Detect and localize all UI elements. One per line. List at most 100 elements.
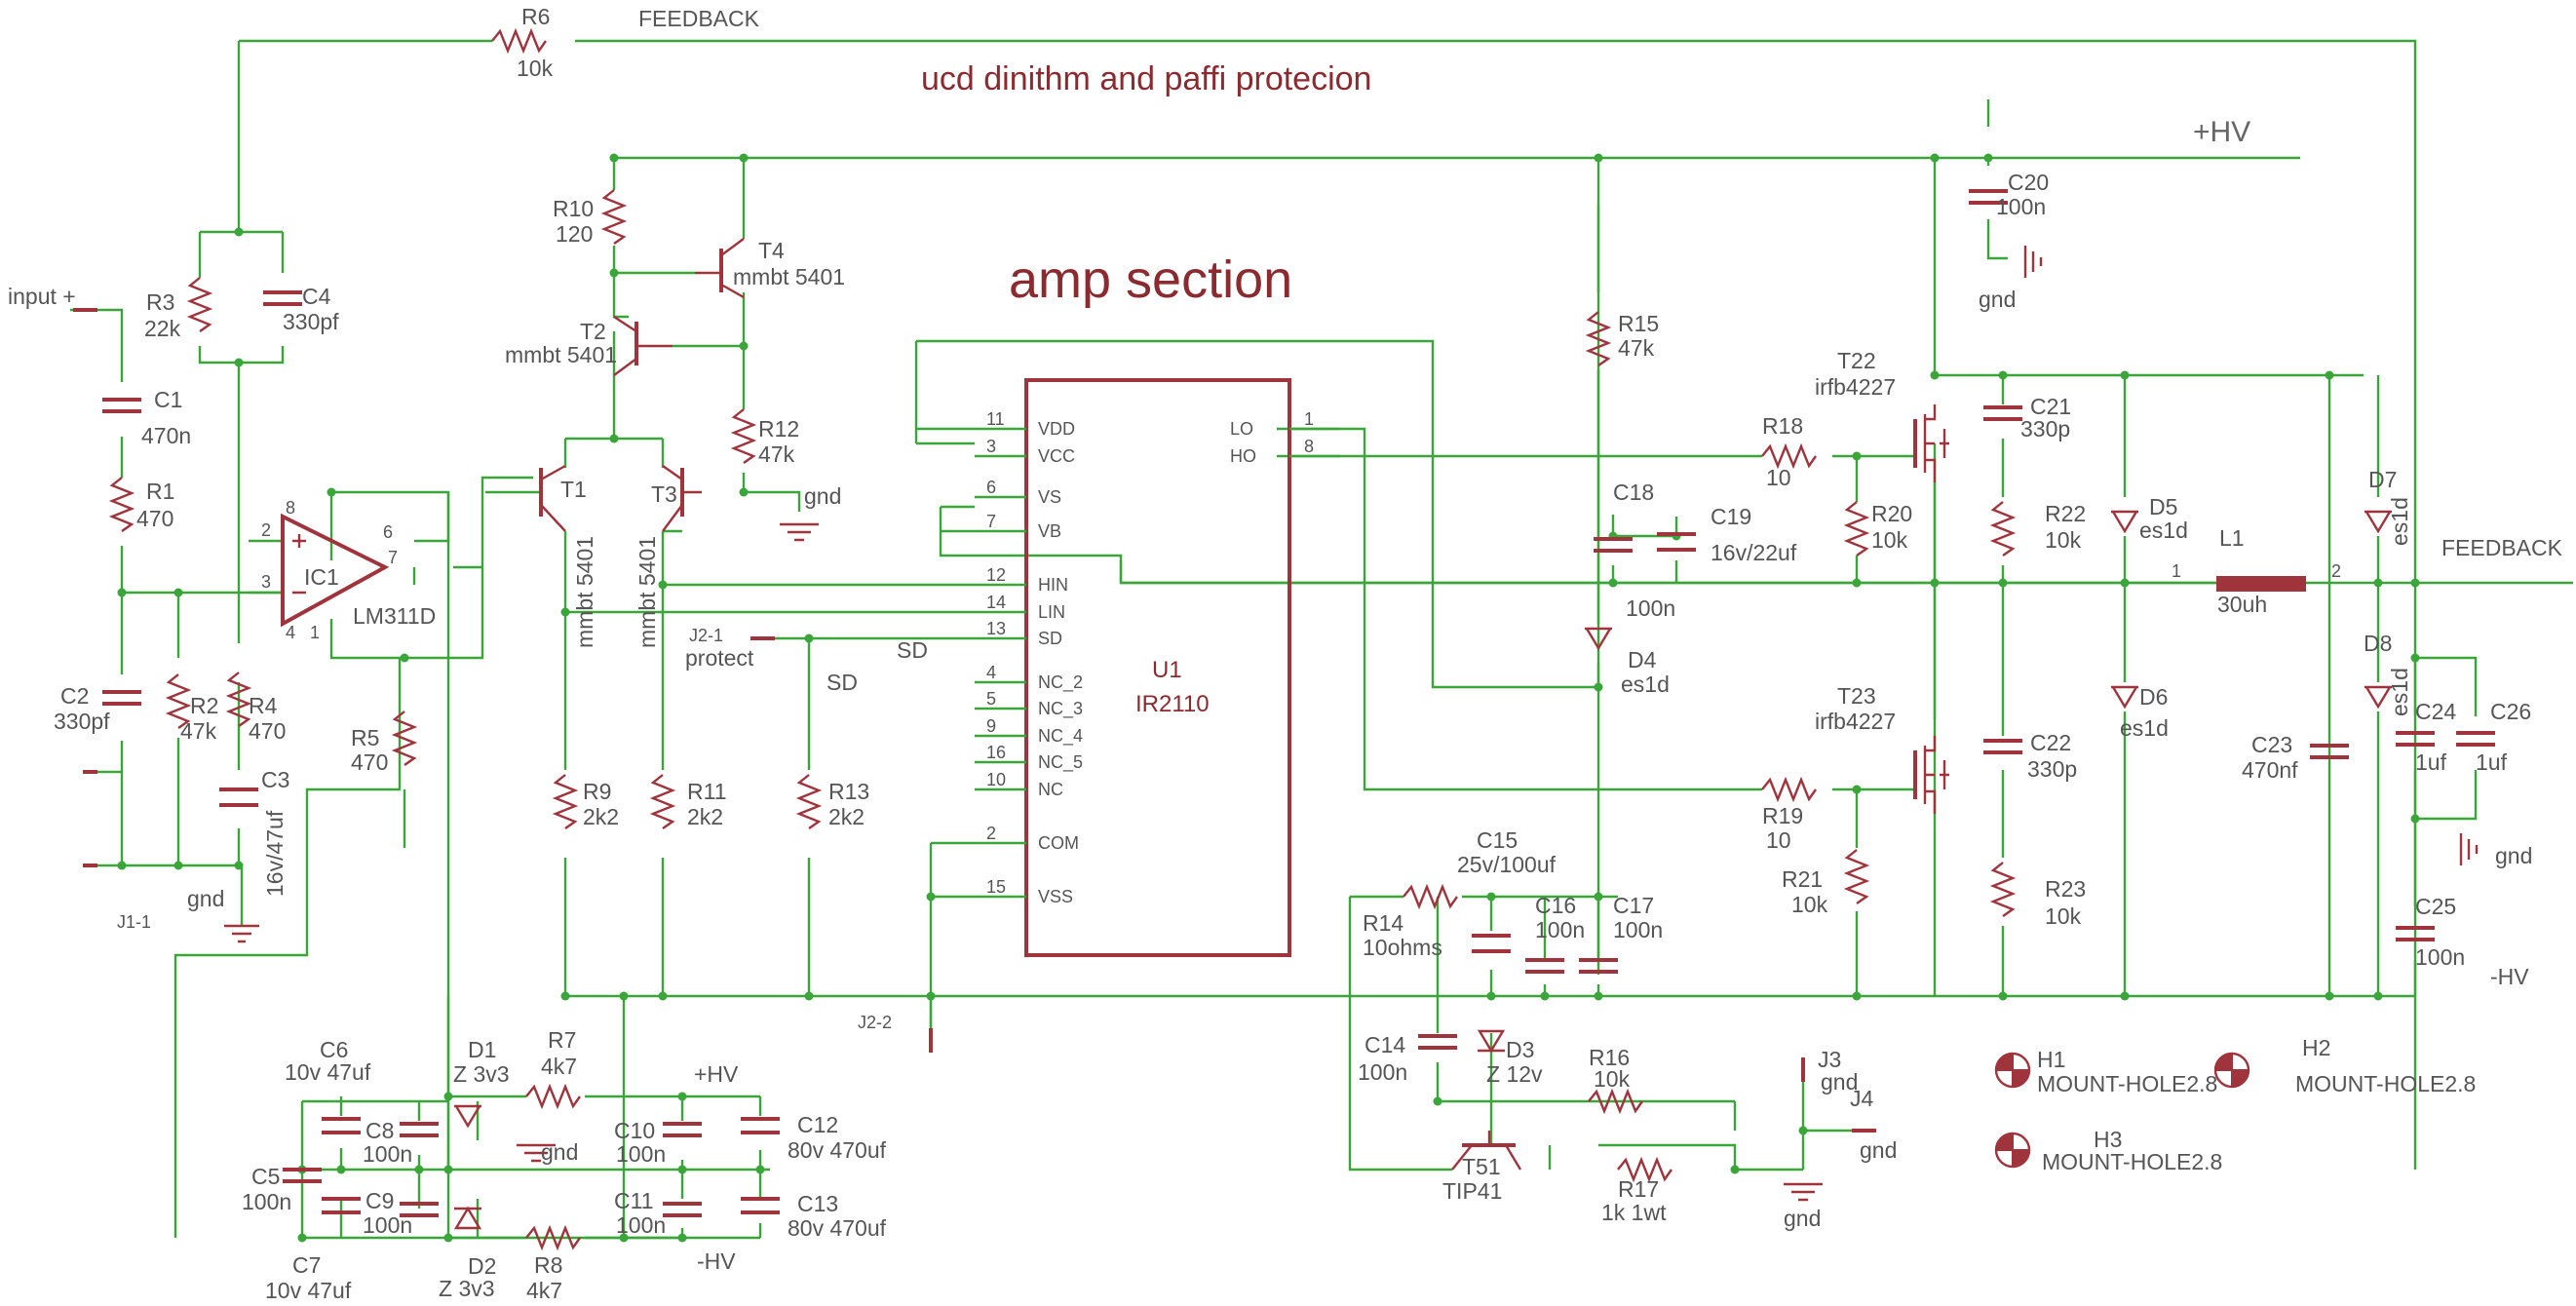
c14-ref: C14 (1365, 1032, 1405, 1057)
diode-d3 (1477, 1029, 1506, 1054)
resistor-r12 (730, 408, 757, 464)
c13-ref: C13 (797, 1191, 838, 1216)
r14-value: 10ohms (1363, 935, 1442, 960)
t4-value: mmbt 5401 (733, 264, 845, 289)
capacitor-c25 (2396, 926, 2435, 941)
junction-dot (1608, 578, 1618, 588)
c9-ref: C9 (365, 1188, 394, 1213)
resistor-r7 (525, 1083, 581, 1110)
d2-ref: D2 (468, 1253, 496, 1279)
u1-pin-num-12: 12 (986, 565, 1006, 585)
ic1-pin-3: 3 (261, 572, 271, 592)
c7-value: 10v 47uf (265, 1278, 352, 1303)
ic1-ref: IC1 (304, 564, 339, 590)
junction-dot (739, 153, 749, 163)
ic-u1-body (1024, 378, 1291, 957)
junction-dot (560, 607, 570, 617)
ic1-pin-6: 6 (383, 522, 393, 542)
junction-dot (297, 1233, 307, 1243)
junction-dot (1798, 1126, 1808, 1135)
junction-dot (2325, 370, 2334, 380)
c7-ref: C7 (292, 1252, 321, 1278)
c11-value: 100n (616, 1212, 666, 1238)
u1-pin-num-2: 2 (986, 824, 996, 843)
junction-dot (2120, 578, 2130, 588)
c6-ref: C6 (320, 1037, 348, 1062)
junction-dot (658, 580, 668, 590)
h1-value: MOUNT-HOLE2.8 (2037, 1071, 2217, 1096)
junction-dot (443, 1165, 453, 1174)
r3-value: 22k (144, 316, 181, 341)
c15-value: 25v/100uf (1457, 852, 1557, 877)
junction-dot (117, 861, 127, 870)
junction-dot (739, 341, 749, 351)
diode-d8 (2364, 685, 2393, 710)
c9-value: 100n (363, 1212, 412, 1238)
c18-value: 100n (1626, 595, 1675, 621)
l1-value: 30uh (2217, 592, 2267, 617)
c19-ref: C19 (1711, 504, 1751, 529)
c18-ref: C18 (1613, 480, 1654, 505)
u1-pin-num-16: 16 (986, 743, 1006, 762)
net-feedback-top: FEEDBACK (638, 6, 760, 31)
resistor-r11 (649, 774, 676, 829)
u1-pin-num-11: 11 (986, 409, 1005, 429)
diode-d6 (2110, 685, 2139, 710)
resistor-r15 (1585, 311, 1612, 366)
labels: ucd dinithm and paffi protecion amp sect… (8, 4, 2563, 1303)
capacitor-c14 (1418, 1034, 1457, 1050)
t23-ref: T23 (1837, 683, 1876, 709)
t23-value: irfb4227 (1815, 709, 1896, 734)
c1-ref: C1 (154, 387, 182, 412)
mount-hole-h1-icon (1994, 1052, 2031, 1089)
t4-ref: T4 (758, 238, 785, 263)
t51-ref: T51 (1462, 1154, 1501, 1179)
junction-dot (677, 1165, 687, 1174)
d7-value: es1d (2387, 497, 2412, 546)
t3-ref: T3 (651, 481, 677, 507)
junction-dot (1852, 991, 1862, 1001)
junction-dot (619, 991, 629, 1001)
u1-value: IR2110 (1135, 691, 1210, 717)
gnd-label-j3-ground: gnd (1784, 1206, 1821, 1231)
r8-value: 4k7 (526, 1278, 562, 1303)
l1-pin-2: 2 (2331, 561, 2341, 581)
d8-value: es1d (2387, 668, 2412, 716)
u1-pin-name-lin: LIN (1038, 602, 1065, 622)
transistor-t2 (613, 315, 673, 376)
r18-ref: R18 (1762, 413, 1803, 439)
u1-pin-name-sd: SD (1038, 629, 1062, 648)
gnd-label-j3: gnd (1821, 1069, 1858, 1095)
junction-dot (173, 588, 183, 597)
net-minus-hv: -HV (2490, 964, 2529, 989)
junction-dot (1540, 991, 1550, 1001)
junction-dot (804, 991, 814, 1001)
r8-ref: R8 (534, 1252, 562, 1278)
c22-ref: C22 (2030, 730, 2071, 755)
c25-ref: C25 (2415, 894, 2456, 919)
ic1-value: LM311D (353, 603, 436, 629)
t2-value: mmbt 5401 (505, 342, 617, 367)
capacitor-c20 (1969, 189, 2008, 205)
t3-value: mmbt 5401 (634, 536, 660, 648)
d1-value: Z 3v3 (453, 1061, 510, 1087)
junction-dot (117, 588, 127, 597)
u1-pin-num-13: 13 (986, 619, 1006, 638)
connector-j1-pin (73, 308, 97, 867)
junction-dot (1730, 1165, 1740, 1174)
mosfet-t22 (1913, 404, 1949, 482)
transistor-t1 (539, 464, 566, 532)
junction-dot (609, 268, 619, 278)
diode-d5 (2110, 510, 2139, 534)
junction-dot (1852, 451, 1862, 461)
net-feedback-right: FEEDBACK (2441, 535, 2563, 560)
resistor-r6 (491, 27, 547, 55)
capacitor-c23 (2310, 744, 2349, 759)
r6-value: 10k (517, 56, 554, 81)
c26-value: 1uf (2476, 749, 2508, 775)
junction-dot (677, 1092, 687, 1101)
junction-dot (443, 1233, 453, 1243)
u1-pin-name-nc_3: NC_3 (1038, 699, 1083, 719)
t2-ref: T2 (580, 319, 606, 344)
net-input: input + (8, 284, 76, 309)
